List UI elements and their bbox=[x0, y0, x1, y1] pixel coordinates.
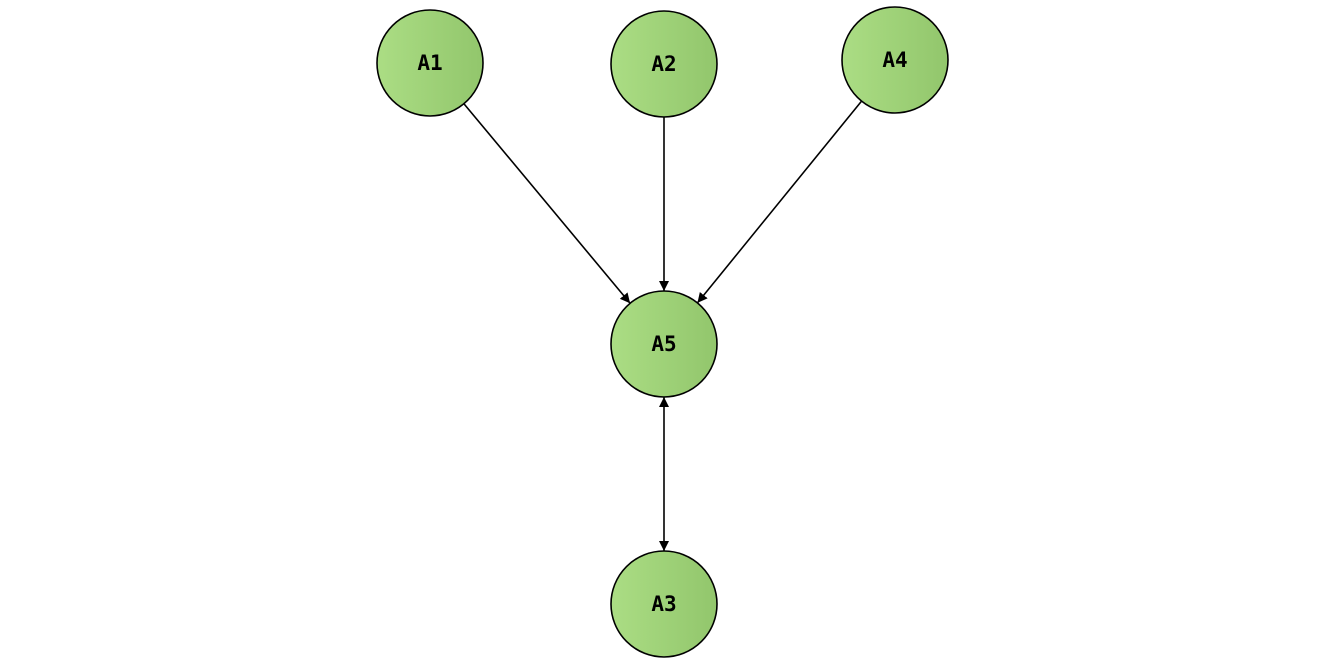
node-a5[interactable]: A5 bbox=[610, 290, 718, 398]
edge-a4-a5 bbox=[696, 100, 863, 304]
node-a5-circle bbox=[610, 290, 718, 398]
node-a4-label: A4 bbox=[882, 48, 907, 72]
edge-a1-a5 bbox=[463, 103, 631, 304]
node-a4[interactable]: A4 bbox=[841, 6, 949, 114]
node-a1-label: A1 bbox=[417, 51, 442, 75]
node-a2[interactable]: A2 bbox=[610, 10, 718, 118]
node-a1[interactable]: A1 bbox=[376, 9, 484, 117]
node-a3[interactable]: A3 bbox=[610, 550, 718, 658]
node-a3-label: A3 bbox=[651, 592, 676, 616]
edges-layer bbox=[463, 100, 863, 551]
nodes-layer: A1 A2 A4 A5 A3 bbox=[376, 6, 949, 658]
node-a3-circle bbox=[610, 550, 718, 658]
node-a1-circle bbox=[376, 9, 484, 117]
node-a4-circle bbox=[841, 6, 949, 114]
node-a5-label: A5 bbox=[651, 332, 676, 356]
node-a2-circle bbox=[610, 10, 718, 118]
node-a2-label: A2 bbox=[651, 52, 676, 76]
